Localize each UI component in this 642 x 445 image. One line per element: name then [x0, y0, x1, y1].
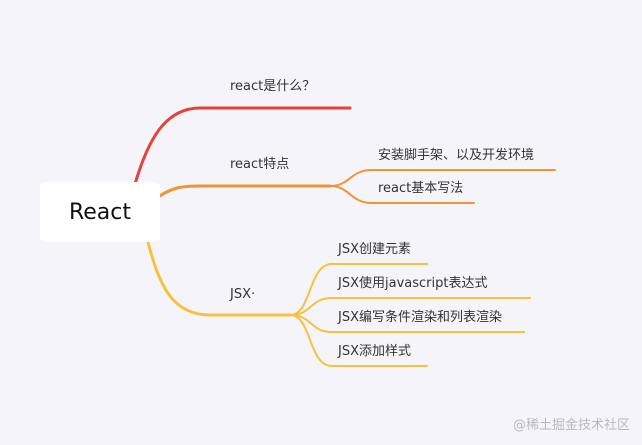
leaf-node-jsx-create-element[interactable]: JSX创建元素 — [338, 242, 411, 257]
branch-line-red — [133, 106, 352, 186]
leaf-node-jsx-styles[interactable]: JSX添加样式 — [338, 344, 411, 359]
sub-line-yellow-2 — [289, 297, 531, 316]
root-node[interactable]: React — [40, 182, 160, 242]
leaf-node-scaffold-setup[interactable]: 安装脚手架、以及开发环境 — [378, 148, 535, 163]
leaf-node-jsx-js-expression[interactable]: JSX使用javascript表达式 — [338, 276, 488, 291]
sub-line-yellow-1 — [289, 263, 428, 316]
branch-node-what-is-react[interactable]: react是什么？ — [230, 79, 316, 94]
branch-node-jsx[interactable]: JSX· — [230, 287, 256, 302]
root-node-label: React — [68, 199, 132, 225]
branch-line-yellow — [146, 240, 292, 317]
sub-line-orange-2 — [329, 185, 475, 204]
sub-line-yellow-4 — [289, 314, 428, 367]
sub-line-orange-1 — [329, 169, 556, 187]
branch-line-orange — [156, 184, 332, 199]
branch-node-react-features[interactable]: react特点 — [230, 157, 290, 172]
watermark: @稀土掘金技术社区 — [512, 418, 630, 433]
leaf-node-jsx-conditional-list[interactable]: JSX编写条件渲染和列表渲染 — [338, 310, 502, 325]
leaf-node-react-basic-usage[interactable]: react基本写法 — [378, 181, 464, 196]
